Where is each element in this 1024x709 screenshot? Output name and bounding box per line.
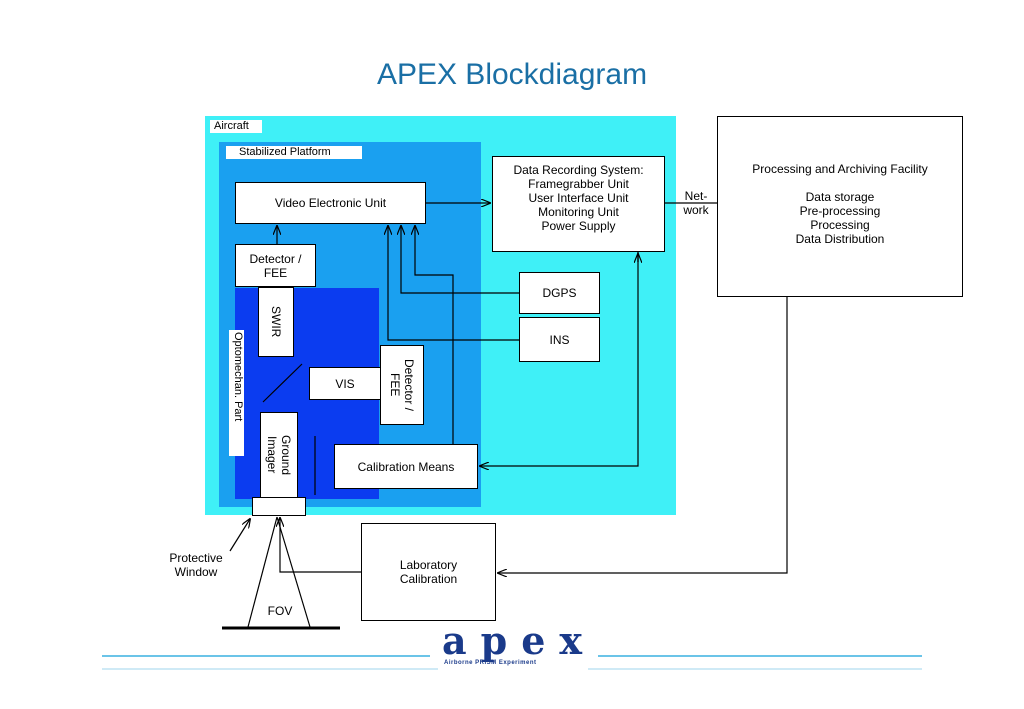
arrow-lab-to-window bbox=[280, 518, 361, 573]
arrow-label-to-window bbox=[229, 519, 250, 552]
logo-tagline: Airborne PRISM Experiment bbox=[444, 660, 537, 666]
ins-block: INS bbox=[519, 317, 600, 362]
arrow-facility-to-lab bbox=[498, 297, 788, 573]
optomechanical-label: Optomechan. Part bbox=[229, 330, 244, 456]
protective-window-label: Protective Window bbox=[169, 551, 223, 579]
arrow-drs-to-calibration bbox=[480, 252, 639, 466]
data-recording-system-block: Data Recording System: Framegrabber Unit… bbox=[492, 156, 665, 252]
arrow-dgps-to-veu bbox=[401, 226, 519, 294]
ground-imager-block: Ground Imager bbox=[260, 412, 298, 498]
page-title: APEX Blockdiagram bbox=[376, 58, 648, 91]
video-electronic-unit-block: Video Electronic Unit bbox=[235, 182, 426, 224]
calibration-means-block: Calibration Means bbox=[334, 444, 478, 489]
stabilized-platform-label: Stabilized Platform bbox=[226, 146, 362, 159]
protective-window-shape bbox=[252, 497, 306, 516]
detector-fee-side-block: Detector / FEE bbox=[380, 345, 424, 425]
mirror-line bbox=[262, 363, 303, 403]
arrow-calibration-to-veu bbox=[415, 226, 454, 444]
aircraft-label: Aircraft bbox=[210, 120, 262, 133]
dgps-block: DGPS bbox=[519, 272, 600, 314]
fov-left-edge bbox=[247, 516, 278, 628]
logo-letters: apex bbox=[442, 618, 597, 663]
arrow-ins-to-veu bbox=[388, 226, 519, 341]
network-label: Net- work bbox=[683, 189, 709, 217]
swir-block: SWIR bbox=[258, 287, 294, 357]
processing-archiving-facility-block: Processing and Archiving Facility Data s… bbox=[717, 116, 963, 297]
fov-label: FOV bbox=[267, 604, 293, 618]
detector-fee-top-block: Detector / FEE bbox=[235, 244, 316, 287]
fov-right-edge bbox=[276, 516, 311, 628]
vis-block: VIS bbox=[309, 367, 381, 400]
laboratory-calibration-block: Laboratory Calibration bbox=[361, 523, 496, 621]
apex-logo: apex Airborne PRISM Experiment bbox=[438, 618, 588, 670]
